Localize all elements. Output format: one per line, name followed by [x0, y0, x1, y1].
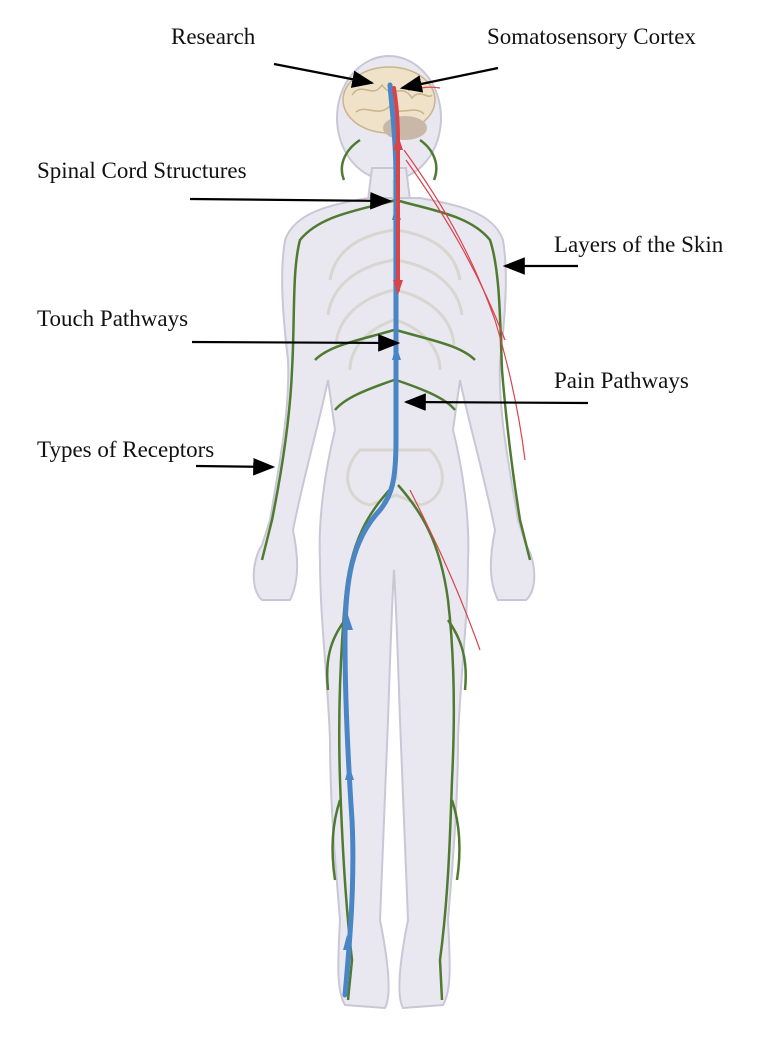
spinal-cord-structures-leader-line [189, 192, 393, 210]
types-of-receptors-leader-line [195, 457, 276, 476]
touch-pathways-label[interactable]: Touch Pathways [37, 306, 189, 331]
layers-of-skin-label[interactable]: Layers of the Skin [554, 232, 724, 257]
leader-lines [189, 62, 589, 476]
pain-pathway-arrows [393, 135, 403, 295]
somatosensory-cortex-leader-line [399, 66, 499, 93]
research-leader-line [273, 62, 375, 88]
research-label[interactable]: Research [171, 24, 256, 49]
pain-nerve-lines [403, 86, 526, 651]
pain-pathways-label[interactable]: Pain Pathways [554, 368, 689, 393]
touch-pathways-leader-line [191, 334, 401, 352]
peripheral-nerves [260, 138, 532, 1001]
pain-pathways-leader-line [403, 393, 589, 411]
types-of-receptors-label[interactable]: Types of Receptors [37, 437, 215, 462]
spinal-cord-structures-label[interactable]: Spinal Cord Structures [37, 158, 247, 183]
skeleton [326, 179, 464, 507]
somatosensory-cortex-label[interactable]: Somatosensory Cortex [487, 24, 696, 49]
